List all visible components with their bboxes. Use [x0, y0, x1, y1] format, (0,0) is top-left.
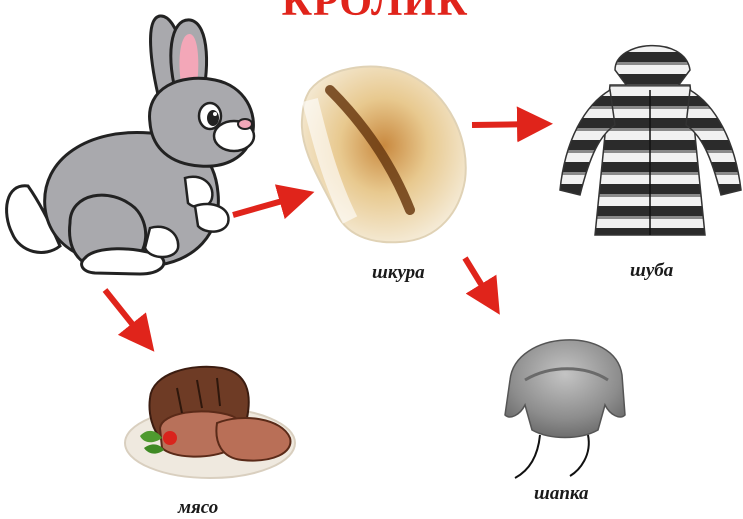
label-coat: шуба	[630, 260, 673, 282]
fur-hat-icon	[500, 320, 630, 490]
page-title: КРОЛИК	[270, 0, 480, 26]
label-hat: шапка	[534, 483, 589, 505]
arrow-skin-to-coat	[472, 124, 538, 125]
label-meat: мясо	[178, 497, 218, 519]
label-skin: шкура	[372, 262, 425, 284]
meat-roast-icon	[122, 358, 297, 483]
arrow-skin-to-hat	[465, 258, 492, 302]
fur-pelt-icon	[290, 60, 480, 250]
fur-coat-icon	[555, 30, 743, 240]
rabbit-icon	[0, 8, 270, 288]
arrow-rabbit-to-meat	[105, 290, 145, 340]
